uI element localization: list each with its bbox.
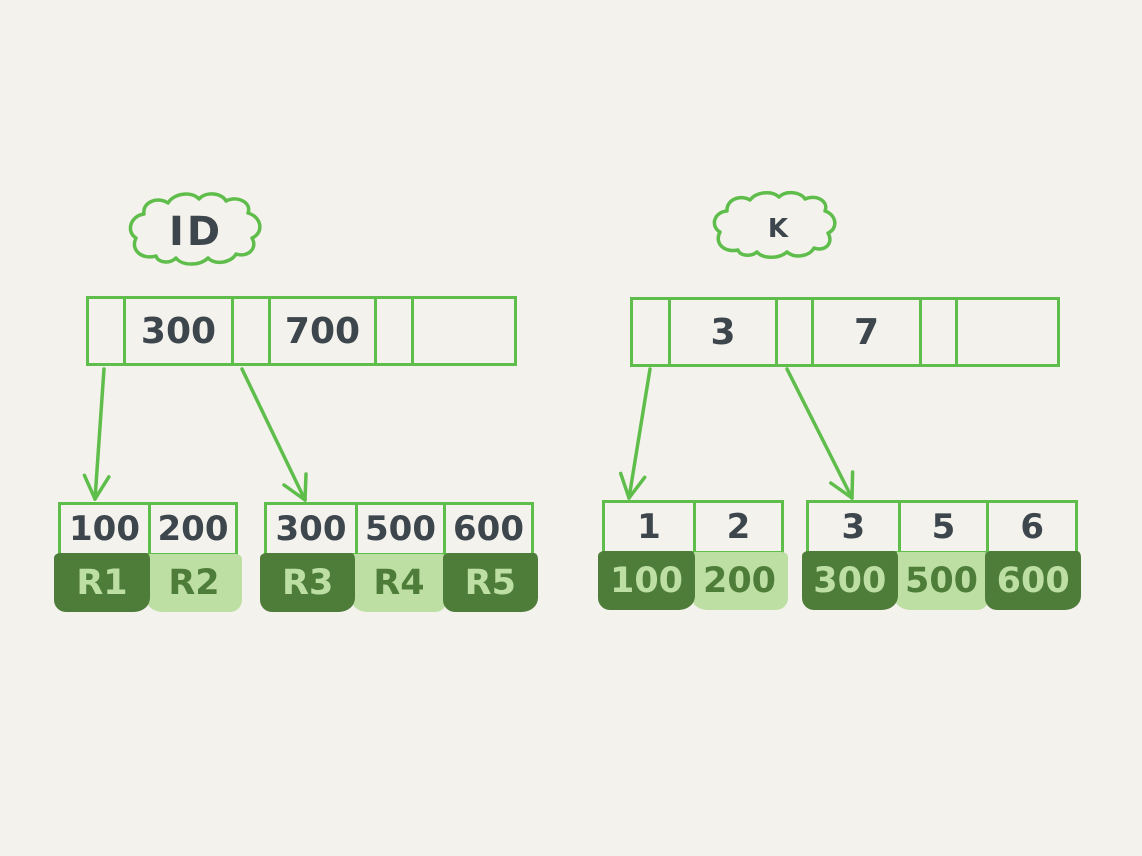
pointer-cell xyxy=(919,300,955,364)
leaf-node-keys: 300 500 600 xyxy=(264,502,534,556)
cloud-label-id: ID xyxy=(168,209,224,255)
pointer-arrow-left-2 xyxy=(240,367,308,502)
pointer-cell xyxy=(775,300,811,364)
pointer-arrow-right-2 xyxy=(785,367,855,500)
root-node-id-index: 300 700 xyxy=(86,296,517,366)
record-block: R4 xyxy=(351,554,447,612)
record-block: 600 xyxy=(985,551,1082,610)
pointer-arrow-left-1 xyxy=(82,367,111,501)
pointer-cell xyxy=(374,299,411,363)
key-cell: 100 xyxy=(69,509,140,549)
record-block: 100 xyxy=(598,551,695,610)
record-block: R5 xyxy=(442,553,538,612)
leaf-node-records: 100 200 xyxy=(598,551,788,610)
record-block: R2 xyxy=(146,554,242,612)
cloud-label-k: K xyxy=(767,214,789,244)
leaf-node-records: 300 500 600 xyxy=(802,551,1082,610)
pointer-arrow-right-1 xyxy=(618,367,652,500)
record-block: R1 xyxy=(54,553,150,612)
key-cell: 300 xyxy=(123,299,231,363)
pointer-cell xyxy=(633,300,668,364)
key-cell: 700 xyxy=(268,299,374,363)
leaf-node-keys: 3 5 6 xyxy=(806,500,1078,554)
record-block: 200 xyxy=(691,552,788,610)
key-cell: 500 xyxy=(355,505,443,553)
key-cell: 7 xyxy=(811,300,919,364)
key-cell: 200 xyxy=(148,505,235,553)
pointer-cell xyxy=(89,299,123,363)
leaf-node-records: R1 R2 xyxy=(54,553,242,612)
leaf-node-keys: 100 200 xyxy=(58,502,238,556)
key-cell: 3 xyxy=(668,300,775,364)
key-cell: 1 xyxy=(637,507,661,547)
leaf-node-keys: 1 2 xyxy=(602,500,784,554)
leaf-node-records: R3 R4 R5 xyxy=(260,553,538,612)
record-block: 500 xyxy=(893,552,990,610)
key-cell: 2 xyxy=(693,503,781,551)
record-block: 300 xyxy=(802,551,898,610)
key-cell: 6 xyxy=(986,503,1075,551)
empty-slot-cell xyxy=(411,299,514,363)
key-cell: 3 xyxy=(841,507,866,547)
record-block: R3 xyxy=(260,553,356,612)
key-cell: 5 xyxy=(897,503,987,551)
key-cell: 300 xyxy=(275,509,347,549)
root-node-k-index: 3 7 xyxy=(630,297,1060,367)
key-cell: 600 xyxy=(443,505,531,553)
pointer-cell xyxy=(231,299,268,363)
empty-slot-cell xyxy=(955,300,1057,364)
